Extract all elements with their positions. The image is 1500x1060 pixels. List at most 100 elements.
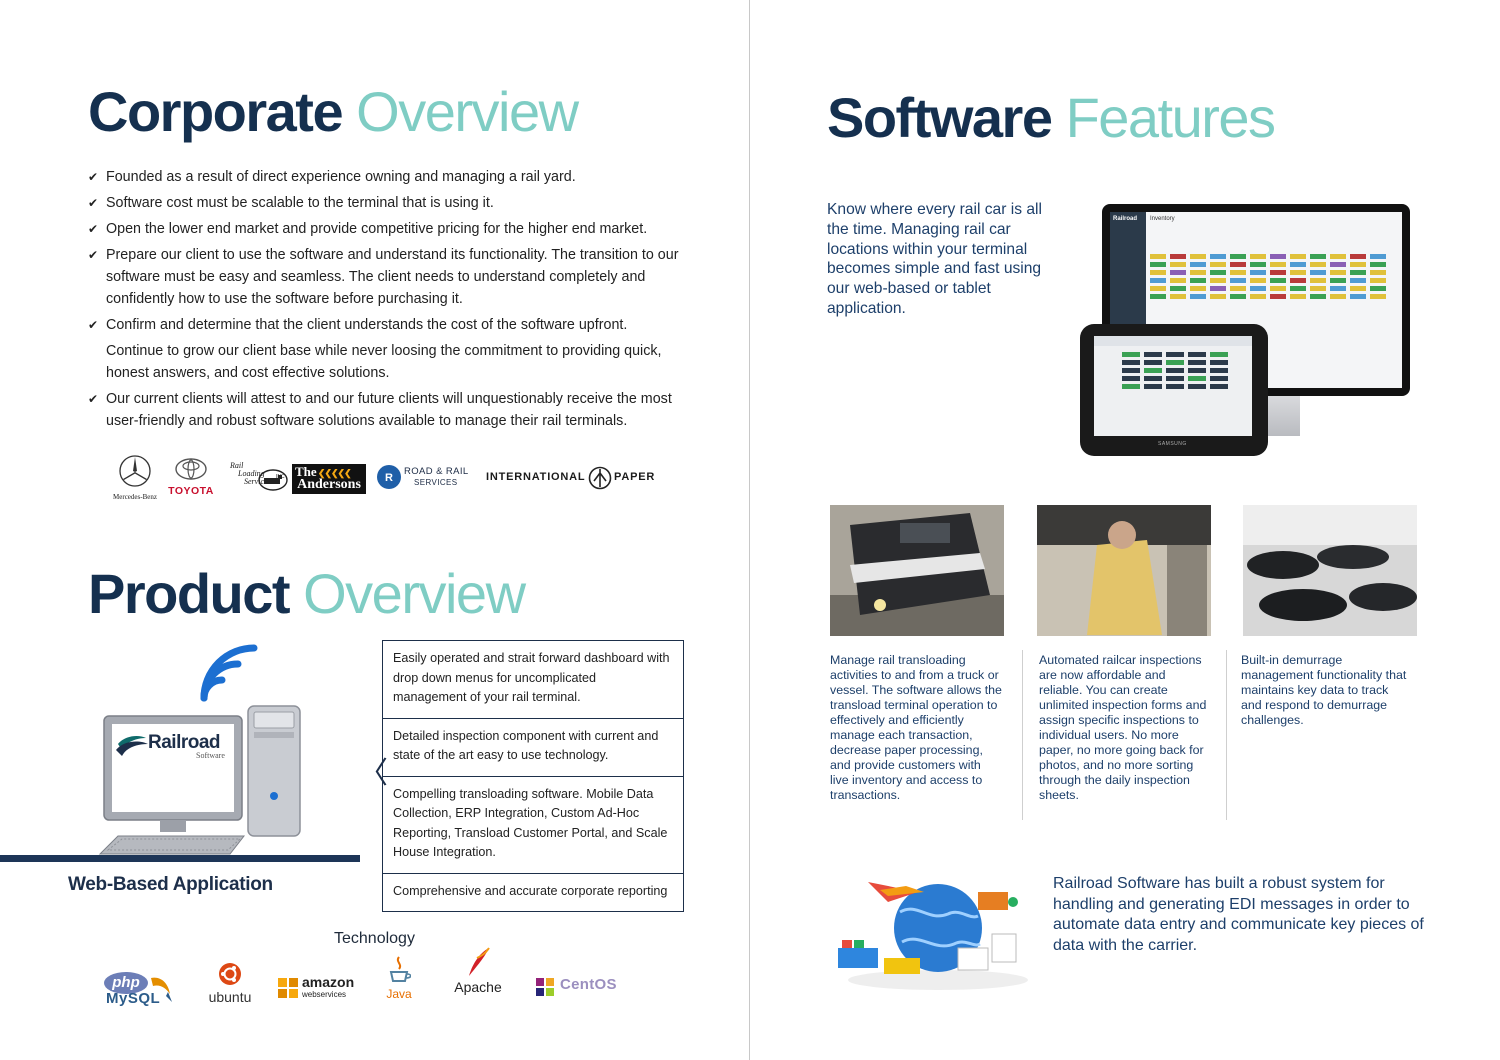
floor-bar: [0, 855, 360, 862]
screen-grid: [1150, 254, 1398, 380]
caption-divider: [1226, 650, 1227, 820]
monitor-logo-sub: Software: [196, 751, 225, 760]
feature-row: Compelling transloading software. Mobile…: [383, 777, 683, 874]
heading-dark-word: Product: [88, 562, 291, 625]
inspector-photo: [1037, 505, 1211, 636]
mercedes-star-icon: [119, 455, 151, 487]
svg-text:R: R: [385, 472, 393, 484]
centos-logo: CentOS: [534, 974, 624, 1000]
bullet-text: Our current clients will attest to and o…: [106, 391, 672, 429]
apache-label: Apache: [454, 979, 502, 995]
ubuntu-circle-icon: [219, 963, 241, 985]
heading-dark-word: Corporate: [88, 80, 344, 143]
php-mysql-logo: php MySQL: [100, 968, 180, 1012]
feature-row: Easily operated and strait forward dashb…: [383, 641, 683, 719]
bullet-item: ✔ Open the lower end market and provide c…: [88, 218, 688, 240]
heading-light-word: Overview: [303, 562, 526, 625]
product-overview-heading: Product Overview: [88, 566, 526, 622]
mercedes-label: Mercedes-Benz: [113, 493, 157, 501]
feature-row: Comprehensive and accurate corporate rep…: [393, 883, 668, 898]
caption-divider: [1022, 650, 1023, 820]
java-logo: Java: [382, 956, 416, 1004]
java-cup-icon: [389, 956, 412, 982]
international-paper-logo: INTERNATIONAL PAPER: [486, 466, 666, 490]
screen-app-name: Railroad: [1113, 216, 1138, 222]
bullet-text: Open the lower end market and provide co…: [106, 221, 648, 237]
chevron-left-icon: 〈: [358, 757, 388, 790]
apache-feather-icon: [469, 947, 490, 976]
tank-cars-photo: [1243, 505, 1417, 636]
web-app-label: Web-Based Application: [68, 874, 273, 895]
tank-cars-image: [1243, 505, 1417, 636]
software-features-heading: Software Features: [827, 90, 1276, 146]
amazon-label: amazon: [302, 974, 355, 990]
rls-word-1: Rail: [230, 461, 244, 470]
bullet-item: ✔ Software cost must be scalable to the t…: [88, 192, 688, 214]
locomotive-image: [830, 505, 1004, 636]
bullet-item: Continue to grow our client base while n…: [88, 340, 688, 384]
road-rail-services-logo: R ROAD & RAIL SERVICES: [376, 462, 480, 492]
computer-illustration: Railroad Software: [94, 640, 314, 860]
road-rail-word-1: ROAD & RAIL: [404, 466, 469, 477]
ubuntu-label: ubuntu: [208, 989, 252, 1005]
check-icon: ✔: [88, 196, 99, 210]
apache-logo: Apache: [448, 946, 508, 998]
ubuntu-logo: ubuntu: [205, 962, 255, 1006]
tablet-brand: SAMSUNG: [1158, 441, 1187, 447]
aws-cubes-icon: [278, 978, 298, 998]
bullet-text: Prepare our client to use the software a…: [106, 247, 679, 307]
heading-light-word: Overview: [356, 80, 579, 143]
heading-dark-word: Software: [827, 86, 1053, 149]
toyota-emblem-icon: [175, 458, 207, 480]
locomotive-photo: [830, 505, 1004, 636]
bullet-item: ✔ Prepare our client to use the software …: [88, 244, 688, 310]
mercedes-logo: Mercedes-Benz: [110, 454, 160, 501]
edi-text: Railroad Software has built a robust sys…: [1053, 875, 1424, 954]
demurrage-caption: Built-in demurrage management functional…: [1241, 653, 1407, 727]
edi-illustration: [828, 862, 1038, 994]
ip-word-1: INTERNATIONAL: [486, 471, 586, 483]
technology-title: Technology: [334, 930, 415, 947]
device-mockup: Railroad Inventory: [1080, 200, 1480, 470]
toyota-logo: TOYOTA: [166, 458, 216, 497]
transloading-caption: Manage rail transloading activities to a…: [830, 653, 1002, 802]
monitor-logo-name: Railroad: [148, 732, 221, 753]
corporate-overview-heading: Corporate Overview: [88, 84, 579, 140]
webservices-label: webservices: [302, 990, 347, 999]
bullet-text: Confirm and determine that the client un…: [106, 317, 628, 333]
bullet-item: ✔Founded as a result of direct experienc…: [88, 166, 688, 188]
check-icon: ✔: [88, 248, 99, 262]
page-spine: [749, 0, 750, 1060]
feature-row: Detailed inspection component with curre…: [383, 719, 683, 777]
heading-light-word: Features: [1065, 86, 1277, 149]
centos-emblem-icon: [536, 978, 554, 996]
bullet-text: Continue to grow our client base while n…: [106, 343, 662, 381]
road-rail-emblem-icon: R: [377, 465, 401, 489]
corporate-bullet-list: ✔Founded as a result of direct experienc…: [88, 166, 688, 436]
java-label: Java: [386, 987, 412, 1001]
left-page: Corporate Overview ✔Founded as a result …: [0, 84, 688, 1012]
tablet-screen: [1094, 336, 1252, 436]
logistics-globe-icon: [838, 882, 1028, 990]
andersons-logo: The ❮❮❮❮❮ Andersons: [292, 464, 366, 494]
feature-table: Easily operated and strait forward dashb…: [382, 640, 684, 912]
amazon-webservices-logo: amazon webservices: [276, 972, 356, 1006]
php-label: php: [104, 972, 148, 994]
check-icon: ✔: [88, 318, 99, 332]
andersons-word-1: The: [295, 464, 317, 479]
screen-page-title: Inventory: [1150, 216, 1175, 222]
bullet-item: ✔ Confirm and determine that the client u…: [88, 314, 688, 336]
intro-text: Know where every rail car is all the tim…: [827, 201, 1042, 317]
centos-label: CentOS: [560, 976, 617, 993]
inspector-image: [1037, 505, 1211, 636]
andersons-word-2: Andersons: [297, 477, 361, 492]
desktop-computer-icon: [98, 644, 301, 855]
client-logos: Mercedes-Benz TOYOTA Rail Loading Servic…: [110, 452, 670, 502]
road-rail-word-2: SERVICES: [414, 478, 458, 487]
bullet-text: Software cost must be scalable to the te…: [106, 195, 494, 211]
ip-word-2: PAPER: [614, 471, 656, 483]
check-icon: ✔: [88, 222, 99, 236]
ip-emblem-icon: [588, 466, 612, 490]
rail-loading-services-logo: Rail Loading Services INC: [230, 461, 288, 496]
